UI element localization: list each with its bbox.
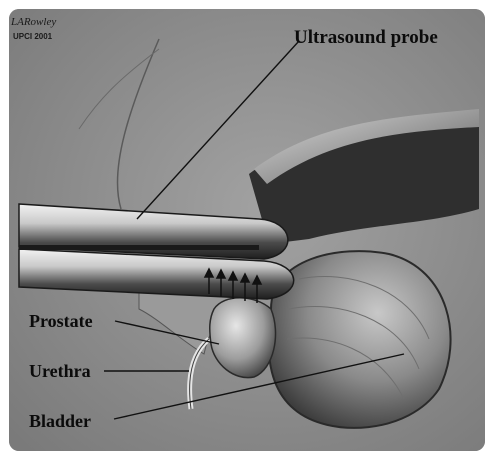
label-ultrasound-probe: Ultrasound probe xyxy=(294,27,438,49)
svg-text:UPCI 2001: UPCI 2001 xyxy=(13,32,53,41)
label-bladder: Bladder xyxy=(29,411,91,432)
svg-text:LARowley: LARowley xyxy=(10,16,56,28)
label-urethra: Urethra xyxy=(29,361,91,382)
anatomy-illustration xyxy=(9,9,485,451)
label-prostate: Prostate xyxy=(29,311,93,332)
probe-gap xyxy=(19,245,259,250)
artist-signature: LARowley UPCI 2001 xyxy=(9,9,69,49)
bladder-shape xyxy=(269,251,451,428)
illustration-frame: Ultrasound probe Prostate Urethra Bladde… xyxy=(9,9,485,451)
